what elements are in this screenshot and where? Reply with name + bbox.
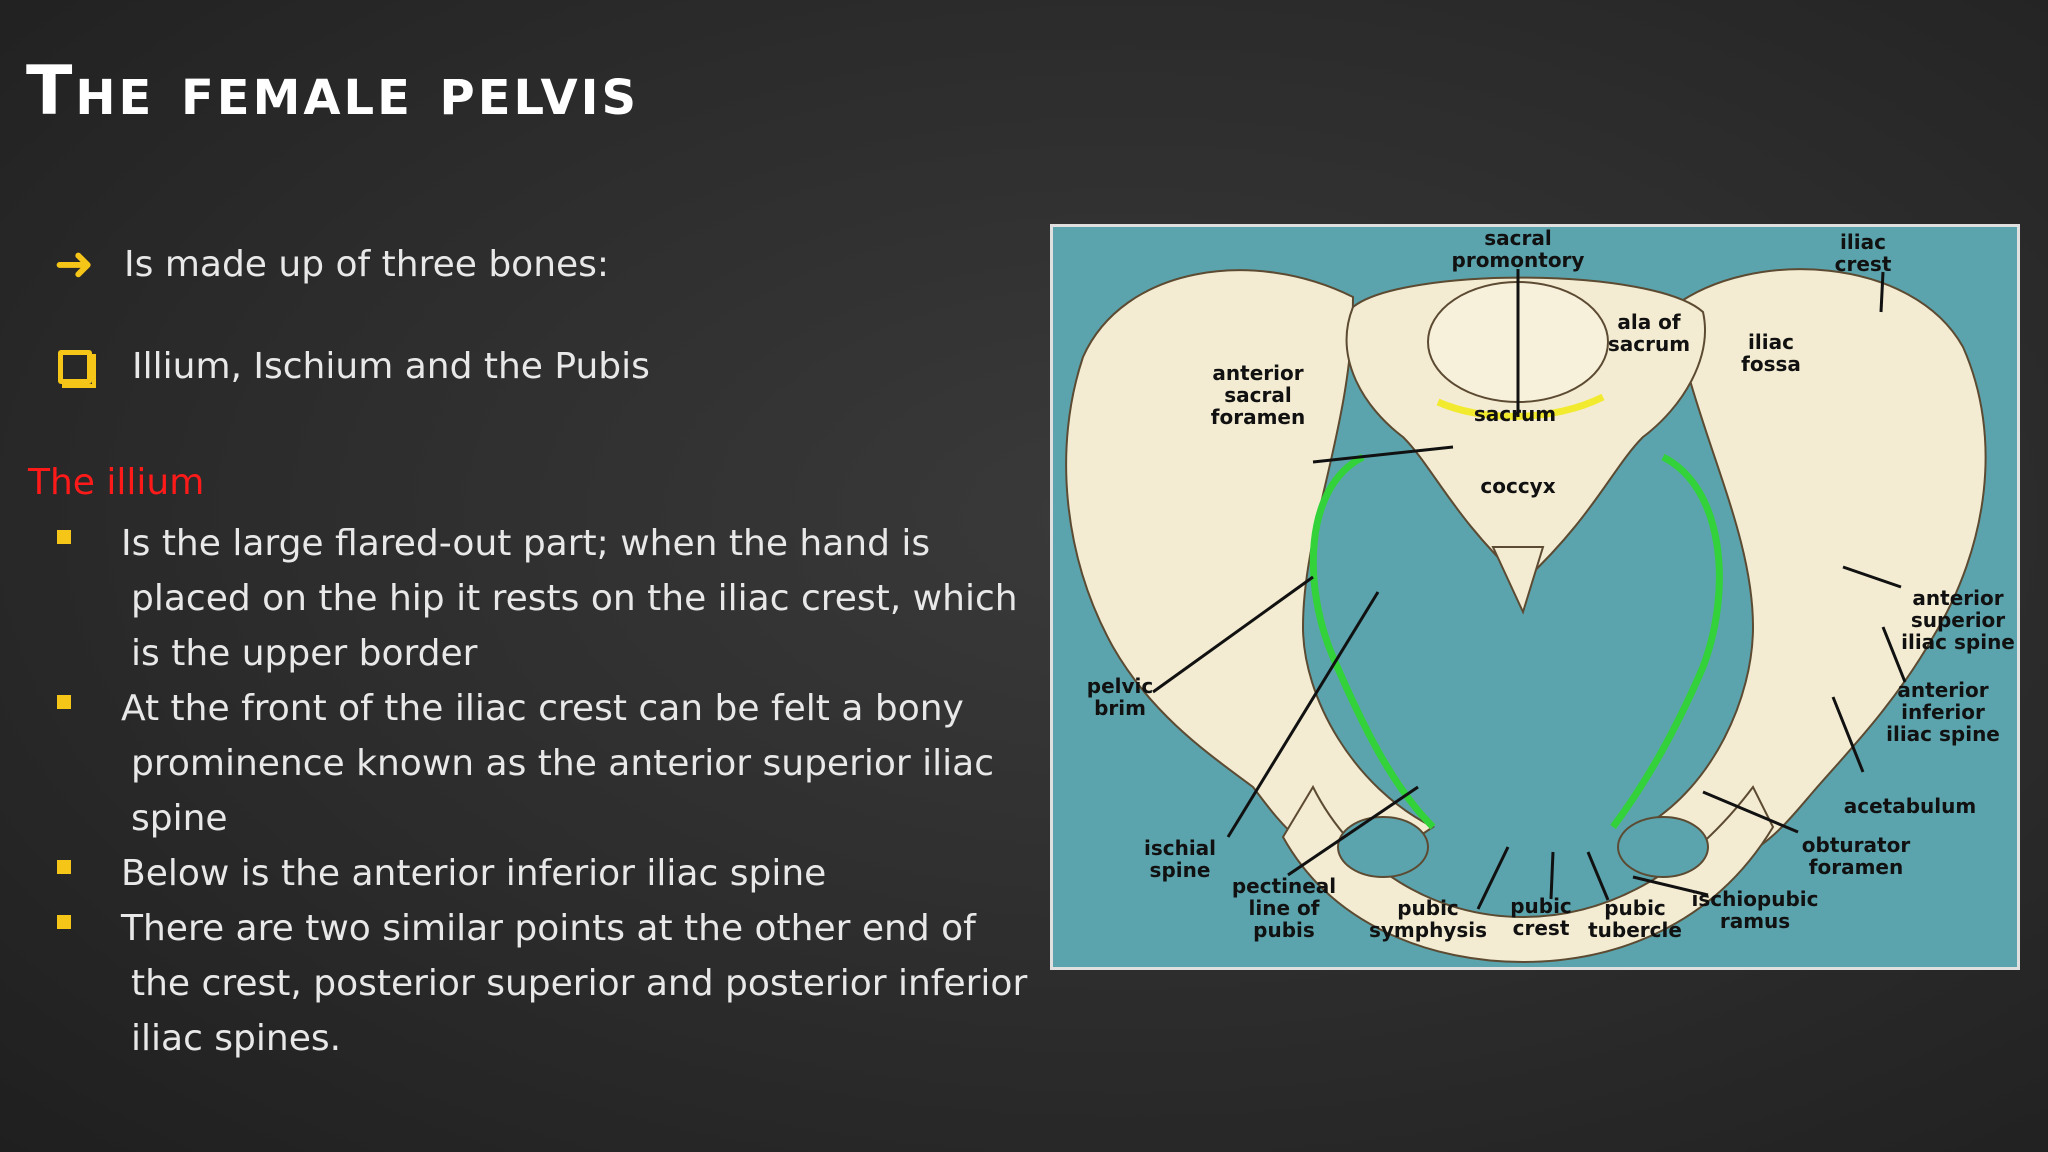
- label-sacrum: sacrum: [1474, 402, 1556, 426]
- label-ant-sacral-2: sacral: [1224, 383, 1291, 407]
- label-obturator-1: obturator: [1802, 833, 1911, 857]
- label-iliac-fossa-2: fossa: [1741, 352, 1801, 376]
- label-tubercle-2: tubercle: [1588, 918, 1682, 942]
- bullet-list: Is the large flared-out part; when the h…: [0, 516, 1030, 1066]
- slide-title: The female pelvis: [26, 52, 640, 131]
- label-aiis-2: inferior: [1901, 700, 1985, 724]
- leader-lines: [1152, 269, 1907, 910]
- label-ischial-2: spine: [1150, 858, 1211, 882]
- label-symphysis-1: pubic: [1397, 896, 1459, 920]
- label-iliac-crest-1: iliac: [1840, 230, 1886, 254]
- square-bullet-icon: [57, 530, 71, 544]
- label-ant-sacral-3: foramen: [1211, 405, 1305, 429]
- label-coccyx: coccyx: [1480, 474, 1555, 498]
- square-bullet-icon: [57, 915, 71, 929]
- label-asis-1: anterior: [1912, 586, 2003, 610]
- square-bullet-icon: [57, 695, 71, 709]
- label-ala-1: ala of: [1617, 310, 1681, 334]
- left-ilium: [1065, 269, 1435, 869]
- intro-row: ➜ Is made up of three bones:: [0, 236, 609, 292]
- square-checkbox-icon: [58, 349, 96, 388]
- list-item: Is the large flared-out part; when the h…: [0, 516, 1030, 681]
- label-ischiopubic-2: ramus: [1720, 909, 1790, 933]
- label-acetabulum: acetabulum: [1844, 794, 1976, 818]
- label-ala-2: sacrum: [1608, 332, 1690, 356]
- intro-text: Is made up of three bones:: [124, 243, 610, 285]
- label-ischial-1: ischial: [1144, 836, 1216, 860]
- list-item: At the front of the iliac crest can be f…: [0, 681, 1030, 846]
- coccyx: [1491, 546, 1545, 615]
- square-bullet-icon: [57, 860, 71, 874]
- bullet-text: There are two similar points at the othe…: [121, 908, 1028, 1059]
- label-ant-sacral-1: anterior: [1212, 361, 1303, 385]
- pelvis-illustration: sacral promontory iliac crest ala of sac…: [1065, 227, 2015, 964]
- label-pectineal-2: line of: [1249, 896, 1320, 920]
- list-item: There are two similar points at the othe…: [0, 901, 1030, 1066]
- right-ilium: [1641, 268, 1987, 869]
- label-pelvic-brim-1: pelvic: [1087, 674, 1153, 698]
- bones-row: Illium, Ischium and the Pubis: [0, 346, 650, 388]
- label-pectineal-3: pubis: [1253, 918, 1315, 942]
- bones-text: Illium, Ischium and the Pubis: [132, 346, 650, 387]
- pelvic-brim-right: [1610, 453, 1723, 830]
- bullet-text: Is the large flared-out part; when the h…: [121, 523, 1018, 674]
- label-iliac-crest-2: crest: [1835, 252, 1892, 276]
- label-pubic-crest-2: crest: [1513, 916, 1570, 940]
- bullet-text: At the front of the iliac crest can be f…: [121, 688, 995, 839]
- pubic-arch: [1281, 784, 1775, 964]
- label-aiis-1: anterior: [1897, 678, 1988, 702]
- label-aiis-3: iliac spine: [1886, 722, 2000, 746]
- label-sacral-promontory-2: promontory: [1452, 248, 1585, 272]
- label-pectineal-1: pectineal: [1232, 874, 1336, 898]
- label-pubic-crest-1: pubic: [1510, 894, 1572, 918]
- right-obturator: [1617, 816, 1709, 878]
- right-arrow-icon: ➜: [54, 236, 95, 292]
- section-heading: The illium: [28, 462, 205, 503]
- label-pelvic-brim-2: brim: [1094, 696, 1146, 720]
- label-asis-2: superior: [1911, 608, 2005, 632]
- label-sacral-promontory-1: sacral: [1484, 227, 1551, 250]
- pelvis-diagram: sacral promontory iliac crest ala of sac…: [1050, 224, 2020, 970]
- bullet-text: Below is the anterior inferior iliac spi…: [121, 853, 827, 894]
- left-obturator: [1337, 816, 1429, 878]
- label-asis-3: iliac spine: [1901, 630, 2015, 654]
- pelvic-brim: [1309, 453, 1436, 830]
- label-tubercle-1: pubic: [1604, 896, 1666, 920]
- label-obturator-2: foramen: [1809, 855, 1903, 879]
- label-iliac-fossa-1: iliac: [1748, 330, 1794, 354]
- label-symphysis-2: symphysis: [1369, 918, 1487, 942]
- list-item: Below is the anterior inferior iliac spi…: [0, 846, 1030, 901]
- label-ischiopubic-1: ischiopubic: [1691, 887, 1818, 911]
